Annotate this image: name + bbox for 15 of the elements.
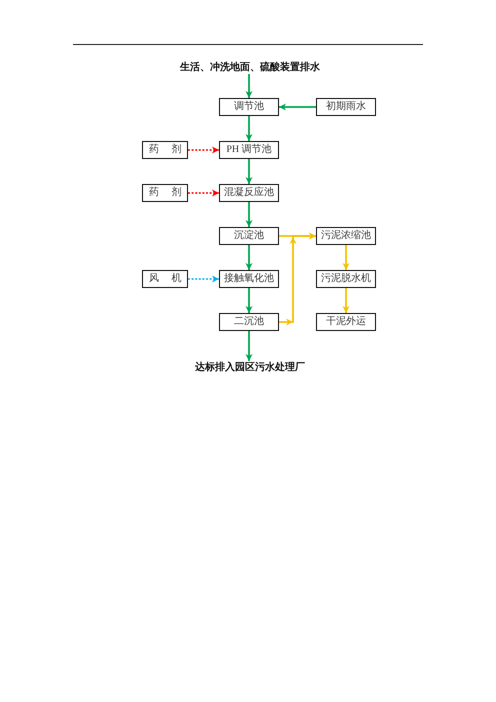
process-box: 初期雨水	[316, 98, 376, 116]
process-box: 混凝反应池	[219, 184, 279, 202]
process-box: 污泥脱水机	[316, 270, 376, 288]
process-box: 沉淀池	[219, 227, 279, 245]
process-box: 接触氧化池	[219, 270, 279, 288]
process-box: 二沉池	[219, 313, 279, 331]
process-box: PH 调节池	[219, 141, 279, 159]
flow-label: 达标排入园区污水处理厂	[195, 361, 305, 374]
process-box: 药 剂	[142, 141, 188, 159]
process-box: 干泥外运	[316, 313, 376, 331]
process-box: 风 机	[142, 270, 188, 288]
process-box: 药 剂	[142, 184, 188, 202]
flow-label: 生活、冲洗地面、硫酸装置排水	[180, 61, 320, 74]
process-box: 污泥浓缩池	[316, 227, 376, 245]
process-box: 调节池	[219, 98, 279, 116]
